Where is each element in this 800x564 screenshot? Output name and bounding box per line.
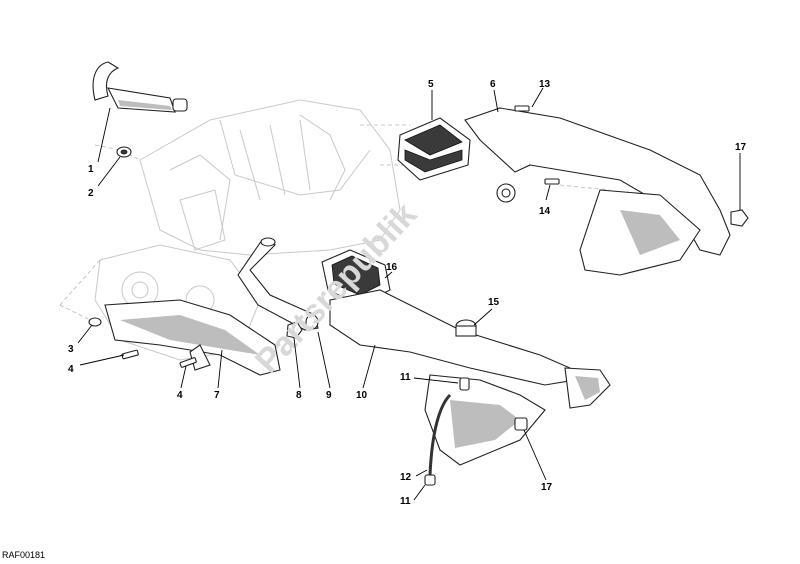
callout-13: 13 xyxy=(539,79,551,90)
bolt-14 xyxy=(544,178,560,185)
alignment-lines xyxy=(59,124,611,321)
callout-4-right: 4 xyxy=(177,390,183,401)
hardware-fasteners xyxy=(88,105,749,486)
bolt-13 xyxy=(514,105,530,112)
part-air-duct-left xyxy=(104,299,281,376)
nut-17-lower xyxy=(514,417,528,431)
callout-1: 1 xyxy=(88,164,94,175)
callout-14: 14 xyxy=(539,206,551,217)
part-bent-pipe xyxy=(237,237,319,331)
callout-6: 6 xyxy=(490,79,496,90)
drain-tube-12 xyxy=(428,393,452,476)
washer-3 xyxy=(88,317,102,327)
part-air-duct-right xyxy=(464,107,731,276)
callout-16: 16 xyxy=(386,262,398,273)
bolt-4-left xyxy=(121,349,139,360)
watermark: Partsrepublik xyxy=(248,196,424,381)
callout-11-lower: 11 xyxy=(400,496,411,507)
callout-leaders xyxy=(77,87,741,501)
callout-numbers: 1 2 3 4 4 5 6 7 8 9 10 11 11 12 13 14 15… xyxy=(68,79,747,507)
callout-5: 5 xyxy=(428,79,434,90)
fitting-11-upper xyxy=(459,377,470,391)
part-clamp xyxy=(116,146,132,158)
callout-4-left: 4 xyxy=(68,364,74,375)
callout-17-lower: 17 xyxy=(541,482,553,493)
callout-10: 10 xyxy=(356,390,368,401)
bolt-4-right xyxy=(179,357,197,368)
callout-2: 2 xyxy=(88,188,94,199)
cap-15-body xyxy=(455,325,477,337)
part-hose-pipe xyxy=(92,61,188,113)
part-grille xyxy=(397,117,471,181)
nut-17-upper xyxy=(730,209,749,227)
part-central-duct xyxy=(329,289,611,466)
callout-7: 7 xyxy=(214,390,220,401)
callout-9: 9 xyxy=(326,390,332,401)
callout-17-upper: 17 xyxy=(735,142,747,153)
nut-8 xyxy=(286,321,303,339)
part-inlet-flange xyxy=(321,249,391,306)
callout-15: 15 xyxy=(488,297,500,308)
callout-3: 3 xyxy=(68,344,74,355)
callout-11-upper: 11 xyxy=(400,372,411,383)
callout-8: 8 xyxy=(296,390,302,401)
fitting-11-lower xyxy=(424,474,436,486)
callout-12: 12 xyxy=(400,472,412,483)
reference-code: RAF00181 xyxy=(2,550,46,560)
